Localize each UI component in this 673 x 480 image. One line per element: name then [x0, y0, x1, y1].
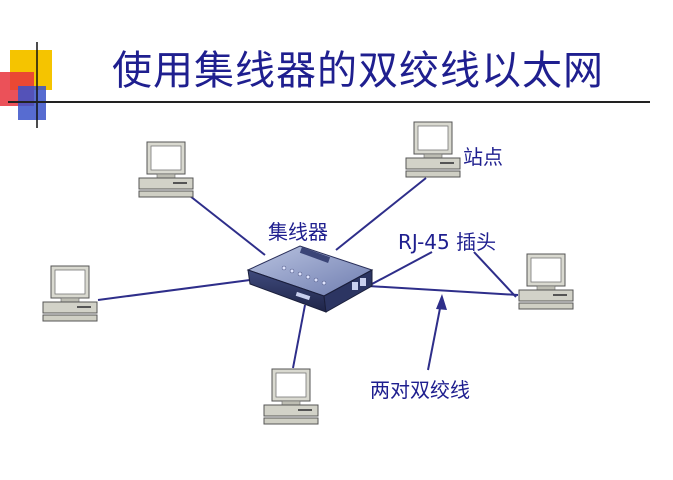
station-left: [42, 265, 98, 322]
slide-title: 使用集线器的双绞线以太网: [112, 48, 604, 94]
twisted-pair-pointer: [427, 297, 443, 371]
cable-to-station-bottom: [292, 304, 306, 369]
hub-label: 集线器: [268, 220, 328, 244]
title-underline: [8, 101, 650, 103]
rj45-pointer-left: [371, 251, 433, 285]
hub-device: [246, 245, 374, 313]
cable-to-station-right: [367, 285, 519, 296]
twisted-pair-arrowhead: [436, 294, 447, 310]
station-label: 站点: [463, 145, 503, 169]
cable-to-station-top-right: [335, 177, 427, 251]
twisted-pair-label: 两对双绞线: [370, 378, 470, 402]
rj45-label: RJ-45 插头: [398, 230, 497, 254]
cable-to-station-left: [97, 279, 251, 301]
station-right: [518, 253, 574, 310]
station-bottom: [263, 368, 319, 425]
cable-to-station-top-left: [189, 195, 266, 256]
rj45-pointer-right: [473, 251, 517, 298]
station-top-left: [138, 141, 194, 198]
station-top-right: [405, 121, 461, 178]
